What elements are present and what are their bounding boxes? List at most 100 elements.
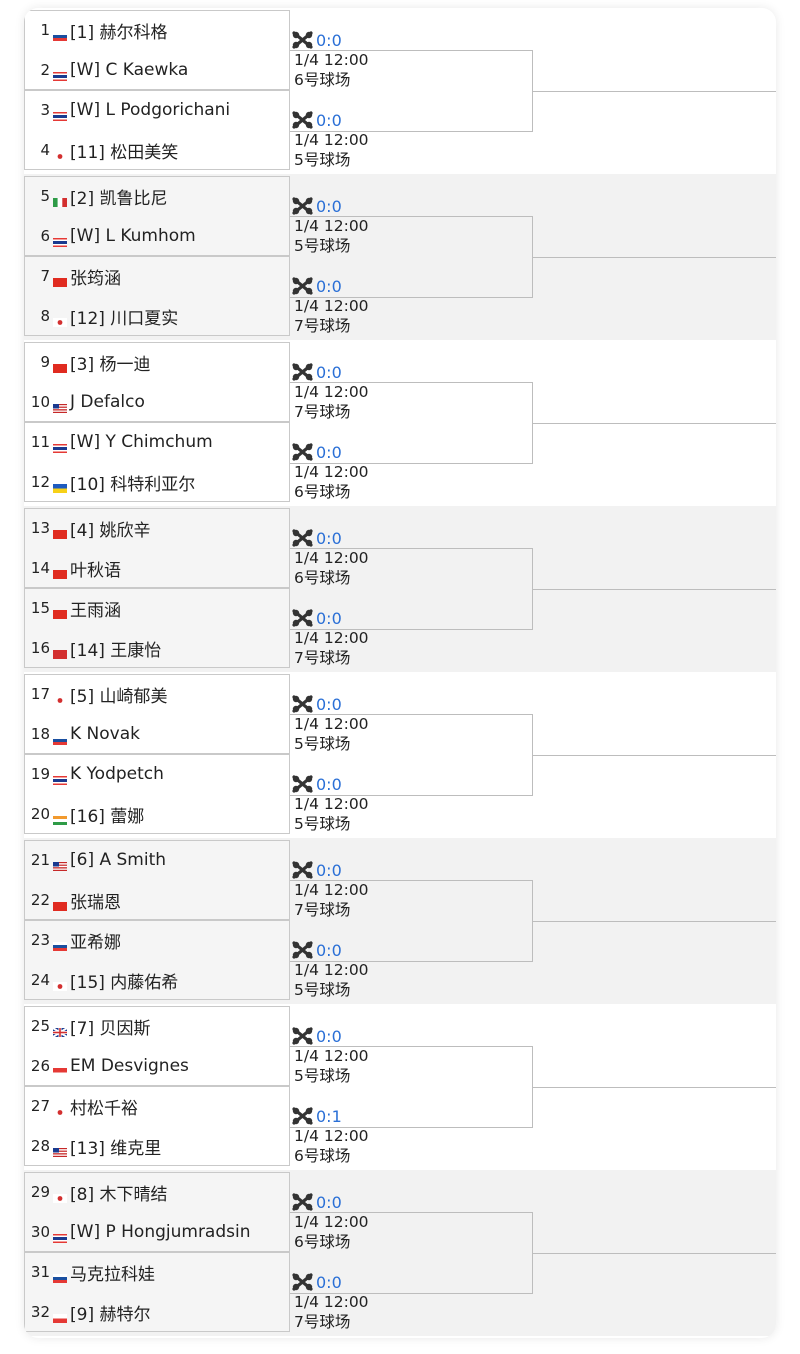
draw-position: 23 — [30, 931, 50, 949]
player-name[interactable]: [9] 赫特尔 — [70, 1304, 151, 1325]
player-name[interactable]: [1] 赫尔科格 — [70, 22, 168, 43]
player-row[interactable]: 32[9] 赫特尔 — [24, 1292, 290, 1332]
player-name[interactable]: [W] L Podgorichani — [70, 100, 231, 120]
match-score[interactable]: 0:0 — [316, 940, 342, 960]
match-score-link[interactable]: 0:0 — [292, 110, 342, 130]
player-name[interactable]: [5] 山崎郁美 — [70, 686, 168, 707]
match-score-link[interactable]: 0:0 — [292, 528, 342, 548]
player-row[interactable]: 13[4] 姚欣辛 — [24, 508, 290, 548]
player-row[interactable]: 8[12] 川口夏实 — [24, 296, 290, 336]
match-score[interactable]: 0:0 — [316, 362, 342, 382]
player-row[interactable]: 21[6] A Smith — [24, 840, 290, 880]
match-score-link[interactable]: 0:0 — [292, 30, 342, 50]
player-name[interactable]: 王雨涵 — [70, 600, 121, 621]
match-score-link[interactable]: 0:0 — [292, 1026, 342, 1046]
player-row[interactable]: 20[16] 蕾娜 — [24, 794, 290, 834]
player-row[interactable]: 1[1] 赫尔科格 — [24, 10, 290, 50]
match-score[interactable]: 0:0 — [316, 110, 342, 130]
player-name[interactable]: 张筠涵 — [70, 268, 121, 289]
player-row[interactable]: 9[3] 杨一迪 — [24, 342, 290, 382]
match-score[interactable]: 0:0 — [316, 528, 342, 548]
player-row[interactable]: 3[W] L Podgorichani — [24, 90, 290, 130]
match-score[interactable]: 0:0 — [316, 30, 342, 50]
match-score-link[interactable]: 0:0 — [292, 608, 342, 628]
match-score[interactable]: 0:0 — [316, 276, 342, 296]
player-name[interactable]: EM Desvignes — [70, 1056, 189, 1076]
match-score[interactable]: 0:0 — [316, 442, 342, 462]
player-row[interactable]: 4[11] 松田美笑 — [24, 130, 290, 170]
player-name[interactable]: [15] 内藤佑希 — [70, 972, 179, 993]
match-score-link[interactable]: 0:0 — [292, 860, 342, 880]
match-score[interactable]: 0:1 — [316, 1106, 342, 1126]
player-name[interactable]: [W] P Hongjumradsin — [70, 1222, 251, 1242]
player-name[interactable]: [8] 木下晴结 — [70, 1184, 168, 1205]
player-name[interactable]: [6] A Smith — [70, 850, 167, 870]
match-score-link[interactable]: 0:0 — [292, 362, 342, 382]
player-row[interactable]: 16[14] 王康怡 — [24, 628, 290, 668]
match-score[interactable]: 0:0 — [316, 860, 342, 880]
player-name[interactable]: K Yodpetch — [70, 764, 164, 784]
player-name[interactable]: [3] 杨一迪 — [70, 354, 151, 375]
match-score-link[interactable]: 0:0 — [292, 774, 342, 794]
player-row[interactable]: 5[2] 凯鲁比尼 — [24, 176, 290, 216]
player-row[interactable]: 17[5] 山崎郁美 — [24, 674, 290, 714]
player-name[interactable]: 张瑞恩 — [70, 892, 121, 913]
player-name[interactable]: 亚希娜 — [70, 932, 121, 953]
player-name[interactable]: 马克拉科娃 — [70, 1264, 155, 1285]
match-score-link[interactable]: 0:1 — [292, 1106, 342, 1126]
player-row[interactable]: 28[13] 维克里 — [24, 1126, 290, 1166]
player-row[interactable]: 29[8] 木下晴结 — [24, 1172, 290, 1212]
player-name[interactable]: [W] Y Chimchum — [70, 432, 213, 452]
player-name[interactable]: [W] L Kumhom — [70, 226, 196, 246]
player-name[interactable]: [4] 姚欣辛 — [70, 520, 151, 541]
player-row[interactable]: 24[15] 内藤佑希 — [24, 960, 290, 1000]
player-row[interactable]: 2[W] C Kaewka — [24, 50, 290, 90]
match-score-link[interactable]: 0:0 — [292, 1192, 342, 1212]
match-score-link[interactable]: 0:0 — [292, 442, 342, 462]
player-name[interactable]: 叶秋语 — [70, 560, 121, 581]
player-name[interactable]: [7] 贝因斯 — [70, 1018, 151, 1039]
player-row[interactable]: 23 亚希娜 — [24, 920, 290, 960]
player-row[interactable]: 6[W] L Kumhom — [24, 216, 290, 256]
player-name[interactable]: 村松千裕 — [70, 1098, 138, 1119]
match-score-link[interactable]: 0:0 — [292, 276, 342, 296]
match-score-link[interactable]: 0:0 — [292, 694, 342, 714]
match-score-link[interactable]: 0:0 — [292, 940, 342, 960]
match-score[interactable]: 0:0 — [316, 1026, 342, 1046]
match-score[interactable]: 0:0 — [316, 196, 342, 216]
match-score[interactable]: 0:0 — [316, 1272, 342, 1292]
player-name[interactable]: K Novak — [70, 724, 140, 744]
player-row[interactable]: 12[10] 科特利亚尔 — [24, 462, 290, 502]
japan-flag-icon — [53, 312, 67, 327]
match-score[interactable]: 0:0 — [316, 1192, 342, 1212]
player-name[interactable]: [12] 川口夏实 — [70, 308, 179, 329]
match-score-link[interactable]: 0:0 — [292, 1272, 342, 1292]
player-name[interactable]: [16] 蕾娜 — [70, 806, 145, 827]
player-name[interactable]: [13] 维克里 — [70, 1138, 162, 1159]
match-time: 1/4 12:00 — [294, 131, 369, 149]
player-name[interactable]: J Defalco — [70, 392, 145, 412]
match-score-link[interactable]: 0:0 — [292, 196, 342, 216]
match-score[interactable]: 0:0 — [316, 694, 342, 714]
player-name[interactable]: [W] C Kaewka — [70, 60, 189, 80]
crossed-racquets-icon — [292, 277, 313, 295]
player-row[interactable]: 11[W] Y Chimchum — [24, 422, 290, 462]
match-score[interactable]: 0:0 — [316, 774, 342, 794]
player-row[interactable]: 25[7] 贝因斯 — [24, 1006, 290, 1046]
player-name[interactable]: [14] 王康怡 — [70, 640, 162, 661]
match-score[interactable]: 0:0 — [316, 608, 342, 628]
player-name[interactable]: [11] 松田美笑 — [70, 142, 179, 163]
player-name[interactable]: [10] 科特利亚尔 — [70, 474, 196, 495]
player-row[interactable]: 30[W] P Hongjumradsin — [24, 1212, 290, 1252]
player-name[interactable]: [2] 凯鲁比尼 — [70, 188, 168, 209]
